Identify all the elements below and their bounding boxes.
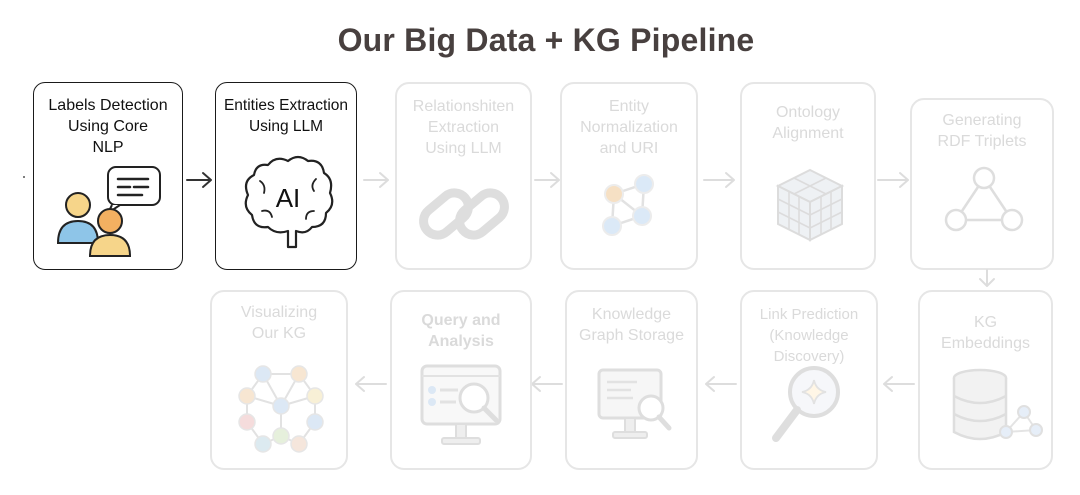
arrow-left [705, 376, 737, 392]
step-label: Labels Detection Using Core NLP [48, 97, 168, 156]
magnifier-sparkle-icon [772, 366, 840, 442]
chain-link-icon [419, 188, 509, 240]
step-query-analysis[interactable]: Query and Analysis [390, 290, 532, 470]
step-label: Entity Normalization and URI [580, 98, 678, 157]
step-knowledge-graph-storage[interactable]: Knowledge Graph Storage [565, 290, 698, 470]
page-title: Our Big Data + KG Pipeline [337, 22, 755, 58]
step-label: KG Embeddings [941, 314, 1030, 352]
network-graph-icon [238, 365, 324, 453]
cube-grid-icon [775, 168, 845, 242]
dashboard-search-icon [420, 364, 502, 445]
database-graph-icon [952, 368, 1043, 441]
step-labels-detection[interactable]: Labels Detection Using Core NLP [33, 82, 183, 270]
step-kg-embeddings[interactable]: KG Embeddings [918, 290, 1053, 470]
step-relationship-extraction[interactable]: Relationshiten Extraction Using LLM [395, 82, 532, 270]
step-label: Relationshiten Extraction Using LLM [412, 98, 515, 157]
people-chat-icon [56, 166, 161, 257]
ai-brain-icon: AI [244, 155, 334, 249]
step-entities-extraction[interactable]: Entities Extraction Using LLM AI [215, 82, 357, 270]
step-ontology-alignment[interactable]: Ontology Alignment [740, 82, 876, 270]
step-generating-rdf[interactable]: Generating RDF Triplets [910, 98, 1054, 270]
arrow-left [883, 376, 915, 392]
step-visualizing-kg[interactable]: Visualizing Our KG [210, 290, 348, 470]
step-label: Visualizing Our KG [240, 304, 318, 342]
arrow-right [186, 172, 212, 188]
arrow-right [703, 172, 735, 188]
step-label: Knowledge Graph Storage [579, 306, 684, 344]
arrow-right [363, 172, 389, 188]
arrow-down [979, 269, 995, 287]
arrow-left [355, 376, 387, 392]
arrow-left [531, 376, 563, 392]
ai-text: AI [276, 183, 301, 213]
arrow-right [534, 172, 560, 188]
arrow-right [877, 172, 909, 188]
step-label: Query and Analysis [421, 312, 501, 350]
step-label: Link Prediction (Knowledge Discovery) [759, 306, 859, 365]
step-link-prediction[interactable]: Link Prediction (Knowledge Discovery) [740, 290, 878, 470]
triangle-nodes-icon [944, 166, 1024, 232]
step-label: Ontology Alignment [772, 104, 844, 142]
step-label: Entities Extraction Using LLM [223, 97, 349, 135]
stray-dot [23, 176, 25, 178]
step-entity-normalization[interactable]: Entity Normalization and URI [560, 82, 698, 270]
monitor-search-icon [597, 368, 672, 439]
node-graph-icon [602, 174, 654, 236]
step-label: Generating RDF Triplets [937, 112, 1027, 150]
